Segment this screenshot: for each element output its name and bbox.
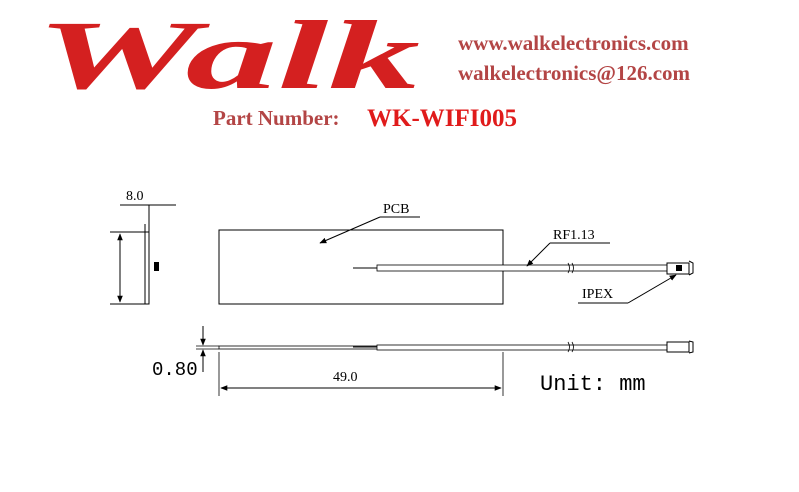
unit-label: Unit: mm [540,372,646,397]
cable-jacket [376,264,668,272]
part-number-label: Part Number: [213,106,340,130]
website-text: www.walkelectronics.com [458,31,689,55]
walk-logo: Walk [36,2,420,102]
ipex-leader-line [627,274,677,304]
top-view [218,216,694,305]
thickness-label: 0.80 [152,359,198,381]
email-text: walkelectronics@126.com [458,61,691,85]
pcb-label: PCB [383,202,409,217]
edge-view [196,326,694,396]
part-number-value: WK-WIFI005 [367,105,517,132]
length-label: 49.0 [333,370,358,385]
cable-label: RF1.13 [553,228,595,243]
pcb-leader-line [319,216,381,244]
walk-logo-text: Walk [36,2,420,102]
connector-label: IPEX [582,287,613,302]
side-view-connector [154,262,159,271]
side-width-label: 8.0 [126,189,144,204]
side-view [110,204,176,305]
cable-leader-line [526,242,551,267]
side-view-body [144,231,150,305]
